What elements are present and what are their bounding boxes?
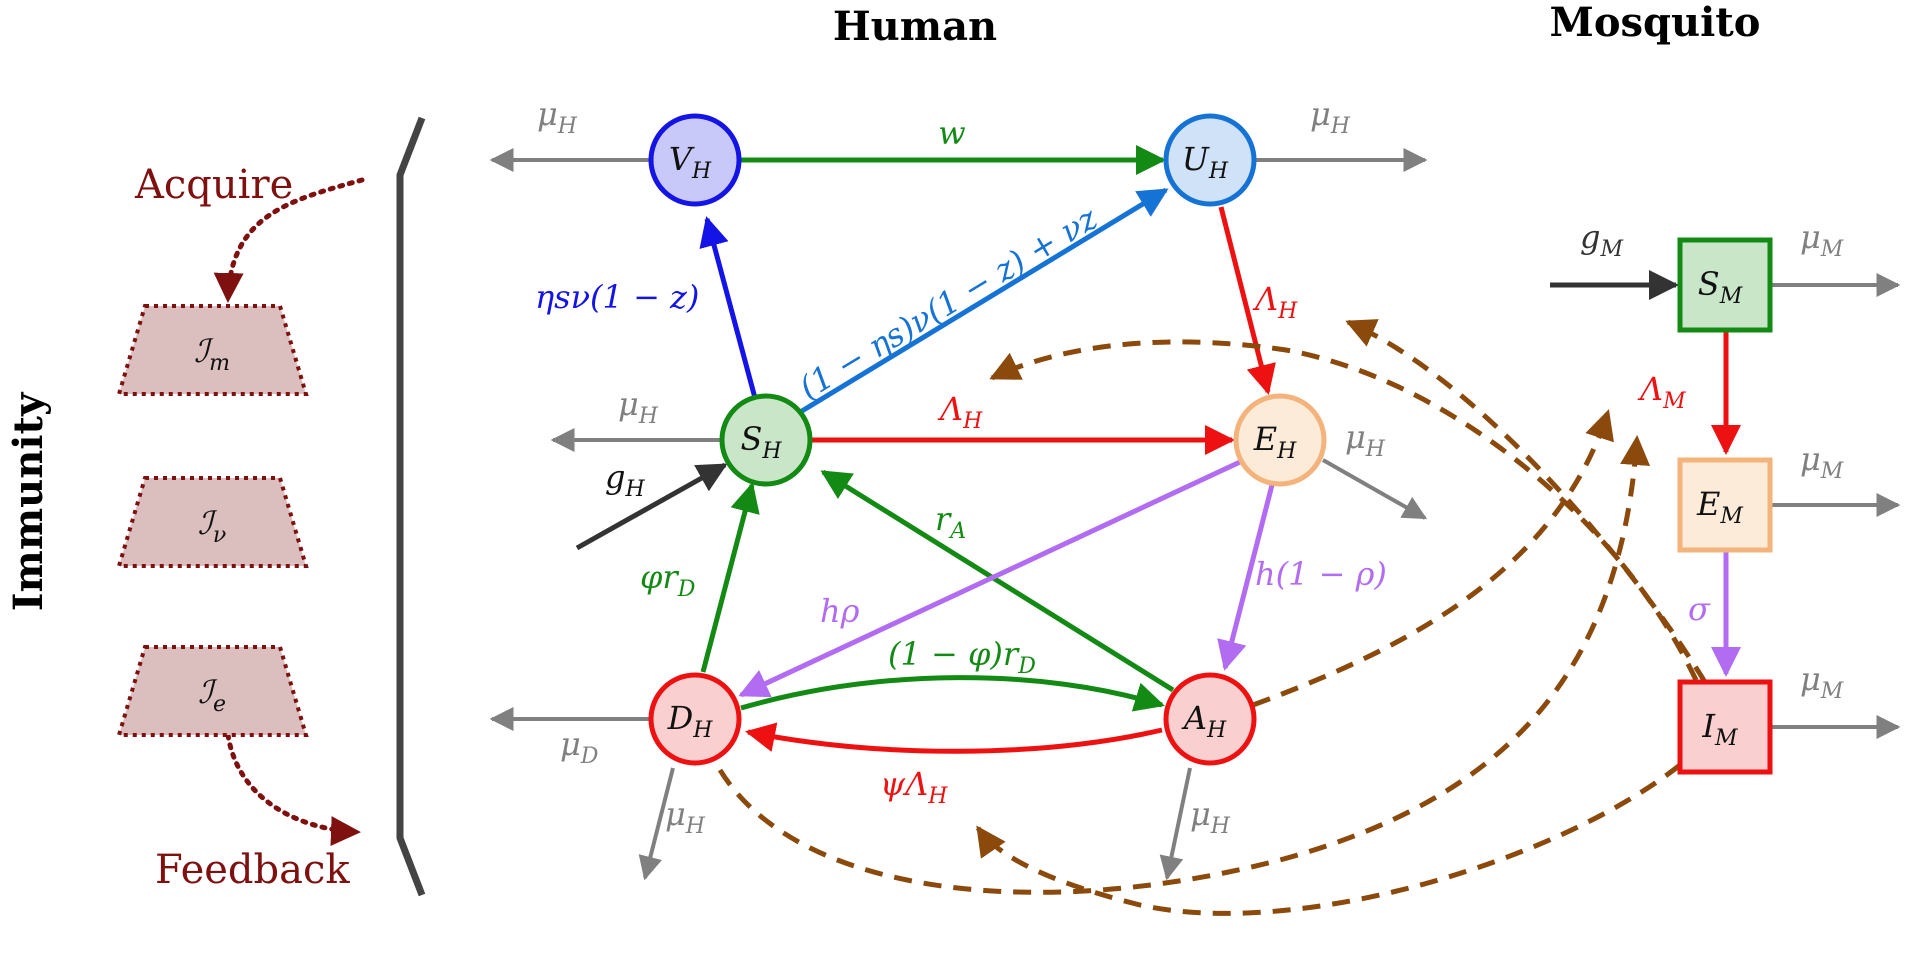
label-mu-h-vh: μH xyxy=(537,95,578,139)
immunity-box-nu-sub: ν xyxy=(213,523,226,548)
node-vh: VH xyxy=(648,113,742,207)
im-to-psi-lambda-dashed-arrow xyxy=(975,763,1682,916)
label-mu-m-sm: μM xyxy=(1800,218,1844,262)
dh-outflow-down-arrow xyxy=(638,767,675,881)
label-lambda-h-ue: ΛH xyxy=(1252,280,1298,324)
label-mu-h-uh: μH xyxy=(1310,95,1351,139)
label-eta-nu: ηsν(1 − z) xyxy=(535,278,699,316)
node-uh: UH xyxy=(1163,113,1257,207)
label-lambda-m: ΛM xyxy=(1637,370,1686,414)
svg-text:UH: UH xyxy=(1182,140,1229,184)
ah-outflow-down-arrow xyxy=(1159,767,1192,881)
immunity-box-m-label: ℐ xyxy=(194,332,214,370)
label-mu-m-em: μM xyxy=(1800,440,1844,484)
sh-to-uh-arrow xyxy=(795,187,1169,417)
ah-to-dh-arrow xyxy=(745,722,1163,754)
title-mosquito: Mosquito xyxy=(1550,0,1761,46)
svg-text:ℐm: ℐm xyxy=(194,332,230,376)
label-sh-to-uh: (1 − ηs)ν(1 − z) + νz xyxy=(793,198,1105,406)
immunity-box-e-label: ℐ xyxy=(198,673,218,711)
acquire-label: Acquire xyxy=(134,162,293,208)
node-em: EM xyxy=(1677,457,1773,553)
im-to-uh-eh-dashed-arrow xyxy=(1345,319,1708,684)
svg-text:EH: EH xyxy=(1253,420,1297,464)
svg-text:EM: EM xyxy=(1696,485,1743,529)
eh-to-ah-arrow xyxy=(1217,484,1275,671)
svg-text:DH: DH xyxy=(667,699,714,743)
label-mu-h-dh: μH xyxy=(665,795,706,839)
dh-to-sh-arrow xyxy=(700,482,760,673)
eh-outflow-arrow xyxy=(1322,458,1428,520)
ah-to-lambda-m-dashed-arrow xyxy=(1252,409,1614,708)
immunity-box-nu: ℐν xyxy=(116,476,309,568)
label-g-m: gM xyxy=(1580,218,1623,262)
immunity-box-e: ℐe xyxy=(116,645,309,737)
label-one-minus-phi-rd: (1 − φ)rD xyxy=(888,635,1036,679)
label-mu-m-im: μM xyxy=(1800,660,1844,704)
label-r-a: rA xyxy=(935,500,966,544)
svg-text:SH: SH xyxy=(740,420,782,464)
label-mu-d: μD xyxy=(560,725,599,769)
label-mu-h-sh: μH xyxy=(618,385,659,429)
node-im: IM xyxy=(1677,679,1773,775)
node-dh: DH xyxy=(648,672,742,766)
feedback-label: Feedback xyxy=(155,847,350,893)
label-psi-lambda-h: ψΛH xyxy=(880,765,948,809)
label-mu-h-eh: μH xyxy=(1345,418,1386,462)
svg-text:VH: VH xyxy=(669,140,712,184)
title-immunity: Immunity xyxy=(5,391,52,611)
immunity-box-m-sub: m xyxy=(209,351,230,376)
node-ah: AH xyxy=(1163,672,1257,766)
dh-to-lambda-m-dashed-arrow xyxy=(717,435,1651,895)
label-g-h: gH xyxy=(605,458,645,502)
gh-inflow-arrow xyxy=(575,462,728,551)
label-h-one-minus-rho: h(1 − ρ) xyxy=(1255,555,1387,593)
node-sh: SH xyxy=(719,393,813,487)
svg-text:ℐe: ℐe xyxy=(198,673,226,717)
node-eh: EH xyxy=(1233,393,1327,487)
sh-to-vh-arrow xyxy=(699,216,758,399)
immunity-box-nu-label: ℐ xyxy=(198,504,218,542)
ah-to-sh-arrow xyxy=(820,469,1175,693)
title-human: Human xyxy=(833,3,997,50)
eh-to-dh-arrow xyxy=(738,459,1242,698)
label-sigma: σ xyxy=(1688,590,1711,628)
dh-to-ah-arrow xyxy=(740,675,1165,712)
immunity-box-m: ℐm xyxy=(116,304,309,396)
im-to-sh-eh-dashed-arrow xyxy=(989,339,1699,682)
label-phi-rd: φrD xyxy=(640,558,696,602)
feedback-arrow xyxy=(225,732,361,847)
label-w: w xyxy=(938,114,965,152)
label-h-rho: hρ xyxy=(820,592,860,630)
svg-text:IM: IM xyxy=(1701,707,1738,751)
acquire-arrow xyxy=(213,177,365,303)
label-mu-h-ah: μH xyxy=(1190,795,1231,839)
label-lambda-h-se: ΛH xyxy=(937,390,983,434)
uh-to-eh-arrow xyxy=(1218,206,1276,395)
immunity-box-e-sub: e xyxy=(213,692,226,717)
svg-text:ℐν: ℐν xyxy=(198,504,226,548)
bracket xyxy=(396,116,426,897)
svg-text:AH: AH xyxy=(1181,699,1227,743)
node-sm: SM xyxy=(1677,237,1773,333)
svg-text:SM: SM xyxy=(1698,265,1743,309)
